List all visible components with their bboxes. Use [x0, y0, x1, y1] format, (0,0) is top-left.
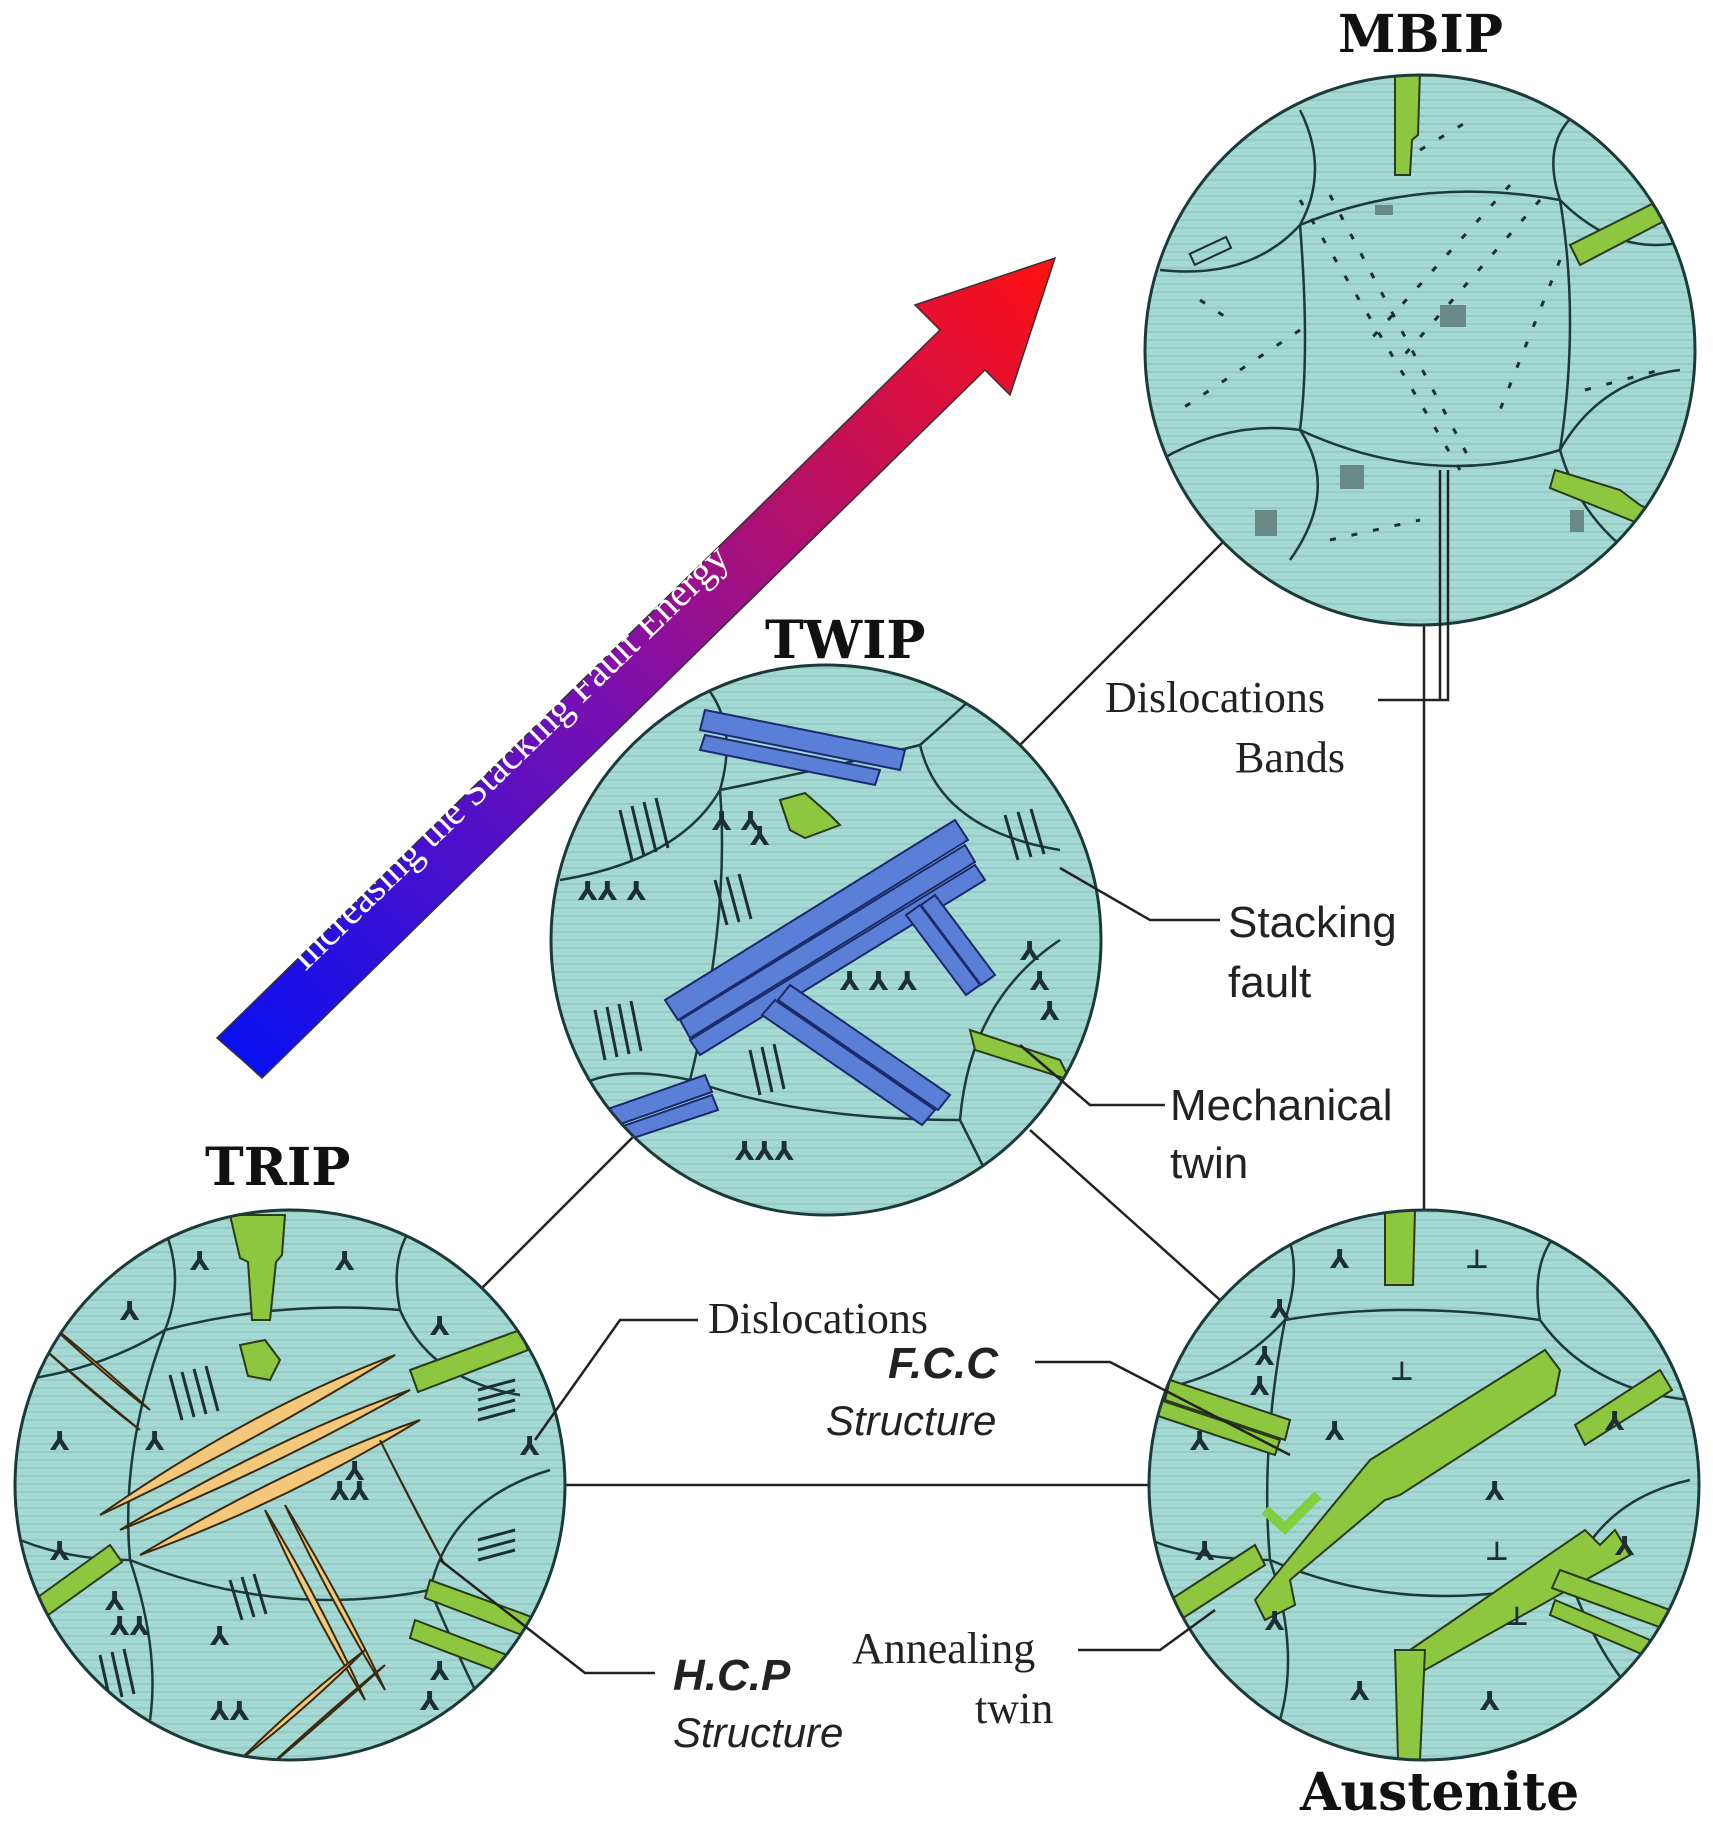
twip-grain: ⅄ ⅄ ⅄ ⅄⅄ ⅄ ⅄ ⅄ ⅄ ⅄ ⅄ ⅄ ⅄⅄⅄ — [549, 663, 1103, 1217]
label-hcp-1: H.C.P — [673, 1651, 791, 1700]
hcp-martensite — [39, 1319, 446, 1760]
svg-text:⅄⅄: ⅄⅄ — [209, 1697, 250, 1727]
svg-text:⅄: ⅄ — [104, 1587, 125, 1617]
svg-text:⅄⅄: ⅄⅄ — [329, 1477, 370, 1507]
label-stacking-fault-1: Stacking — [1228, 898, 1397, 947]
svg-text:⅄: ⅄ — [344, 1457, 365, 1487]
svg-text:⅄: ⅄ — [429, 1312, 450, 1342]
svg-text:⊥: ⊥ — [1505, 1602, 1529, 1632]
svg-text:⅄: ⅄ — [49, 1427, 70, 1457]
svg-text:⅄: ⅄ — [1264, 1607, 1285, 1637]
label-annealing-twin-2: twin — [975, 1684, 1053, 1733]
svg-text:⅄: ⅄ — [1324, 1417, 1345, 1447]
svg-text:⅄: ⅄ — [749, 822, 770, 852]
label-hcp-2: Structure — [673, 1709, 843, 1756]
svg-text:⅄: ⅄ — [429, 1657, 450, 1687]
svg-text:⊥: ⊥ — [1390, 1357, 1414, 1387]
leader-lines — [439, 470, 1450, 1675]
svg-text:⅄: ⅄ — [144, 1427, 165, 1457]
label-fcc-2: Structure — [826, 1397, 996, 1444]
svg-text:⅄: ⅄ — [419, 1687, 440, 1717]
label-mechanical-twin-2: twin — [1170, 1139, 1248, 1188]
title-austenite: Austenite — [1299, 1762, 1579, 1822]
svg-text:⅄: ⅄ — [1194, 1537, 1215, 1567]
arrow-shape — [215, 256, 1057, 1080]
label-fcc-1: F.C.C — [888, 1339, 999, 1388]
svg-text:⅄ ⅄ ⅄: ⅄ ⅄ ⅄ — [839, 967, 918, 997]
svg-text:⅄⅄⅄: ⅄⅄⅄ — [734, 1137, 795, 1167]
label-dislocations-bands-1: Dislocations — [1105, 673, 1325, 722]
svg-text:⅄⅄: ⅄⅄ — [109, 1612, 150, 1642]
svg-text:⅄: ⅄ — [1269, 1295, 1290, 1325]
svg-text:⅄: ⅄ — [1629, 1677, 1650, 1707]
svg-text:⅄ ⅄: ⅄ ⅄ — [711, 807, 761, 837]
svg-text:⅄: ⅄ — [1039, 997, 1060, 1027]
svg-text:⅄: ⅄ — [1249, 1372, 1270, 1402]
title-twip: TWIP — [765, 610, 926, 671]
svg-text:⅄: ⅄ — [1254, 1342, 1275, 1372]
title-mbip: MBIP — [1338, 4, 1503, 65]
label-dislocations: Dislocations — [708, 1294, 928, 1343]
svg-text:⅄: ⅄ — [189, 1247, 210, 1277]
svg-text:⅄: ⅄ — [1484, 1477, 1505, 1507]
mechanical-twins — [603, 708, 997, 1145]
svg-text:⅄: ⅄ — [1019, 937, 1040, 967]
svg-text:⅄: ⅄ — [1349, 1677, 1370, 1707]
trip-grain: ⅄ ⅄ ⅄ ⅄ ⅄ ⅄ ⅄ ⅄⅄ ⅄ ⅄ ⅄ ⅄⅄ ⅄ ⅄ ⅄ ⅄⅄ — [13, 1208, 567, 1762]
mbip-grain — [1143, 73, 1697, 627]
svg-text:⅄: ⅄ — [119, 1297, 140, 1327]
connector-lines — [479, 534, 1426, 1487]
svg-text:⅄: ⅄ — [1479, 1687, 1500, 1717]
svg-text:⅄: ⅄ — [1604, 1407, 1625, 1437]
dislocation-bands — [1179, 118, 1661, 542]
label-stacking-fault-2: fault — [1228, 958, 1311, 1007]
label-annealing-twin-1: Annealing — [852, 1624, 1035, 1673]
svg-text:⅄: ⅄ — [334, 1247, 355, 1277]
svg-text:⅄: ⅄ — [1029, 967, 1050, 997]
svg-text:⅄: ⅄ — [209, 1622, 230, 1652]
title-trip: TRIP — [205, 1137, 350, 1198]
svg-text:⅄: ⅄ — [1329, 1245, 1350, 1275]
label-mechanical-twin-1: Mechanical — [1170, 1081, 1393, 1130]
label-dislocations-bands-2: Bands — [1235, 733, 1345, 782]
annealing-twins — [1153, 1210, 1674, 1760]
svg-text:⊥: ⊥ — [1465, 1245, 1489, 1275]
svg-text:⊥: ⊥ — [1485, 1537, 1509, 1567]
svg-text:⅄⅄ ⅄: ⅄⅄ ⅄ — [577, 877, 647, 907]
svg-text:⅄: ⅄ — [49, 1537, 70, 1567]
austenite-grain: ⅄ ⊥ ⅄ ⊥ ⅄ ⅄ ⅄ ⅄ ⅄ ⅄ ⅄ ⊥ ⅄ ⅄ ⊥ ⅄ ⅄ ⅄ — [1147, 1208, 1701, 1762]
svg-text:⅄: ⅄ — [1614, 1532, 1635, 1562]
svg-text:⅄: ⅄ — [1189, 1427, 1210, 1457]
